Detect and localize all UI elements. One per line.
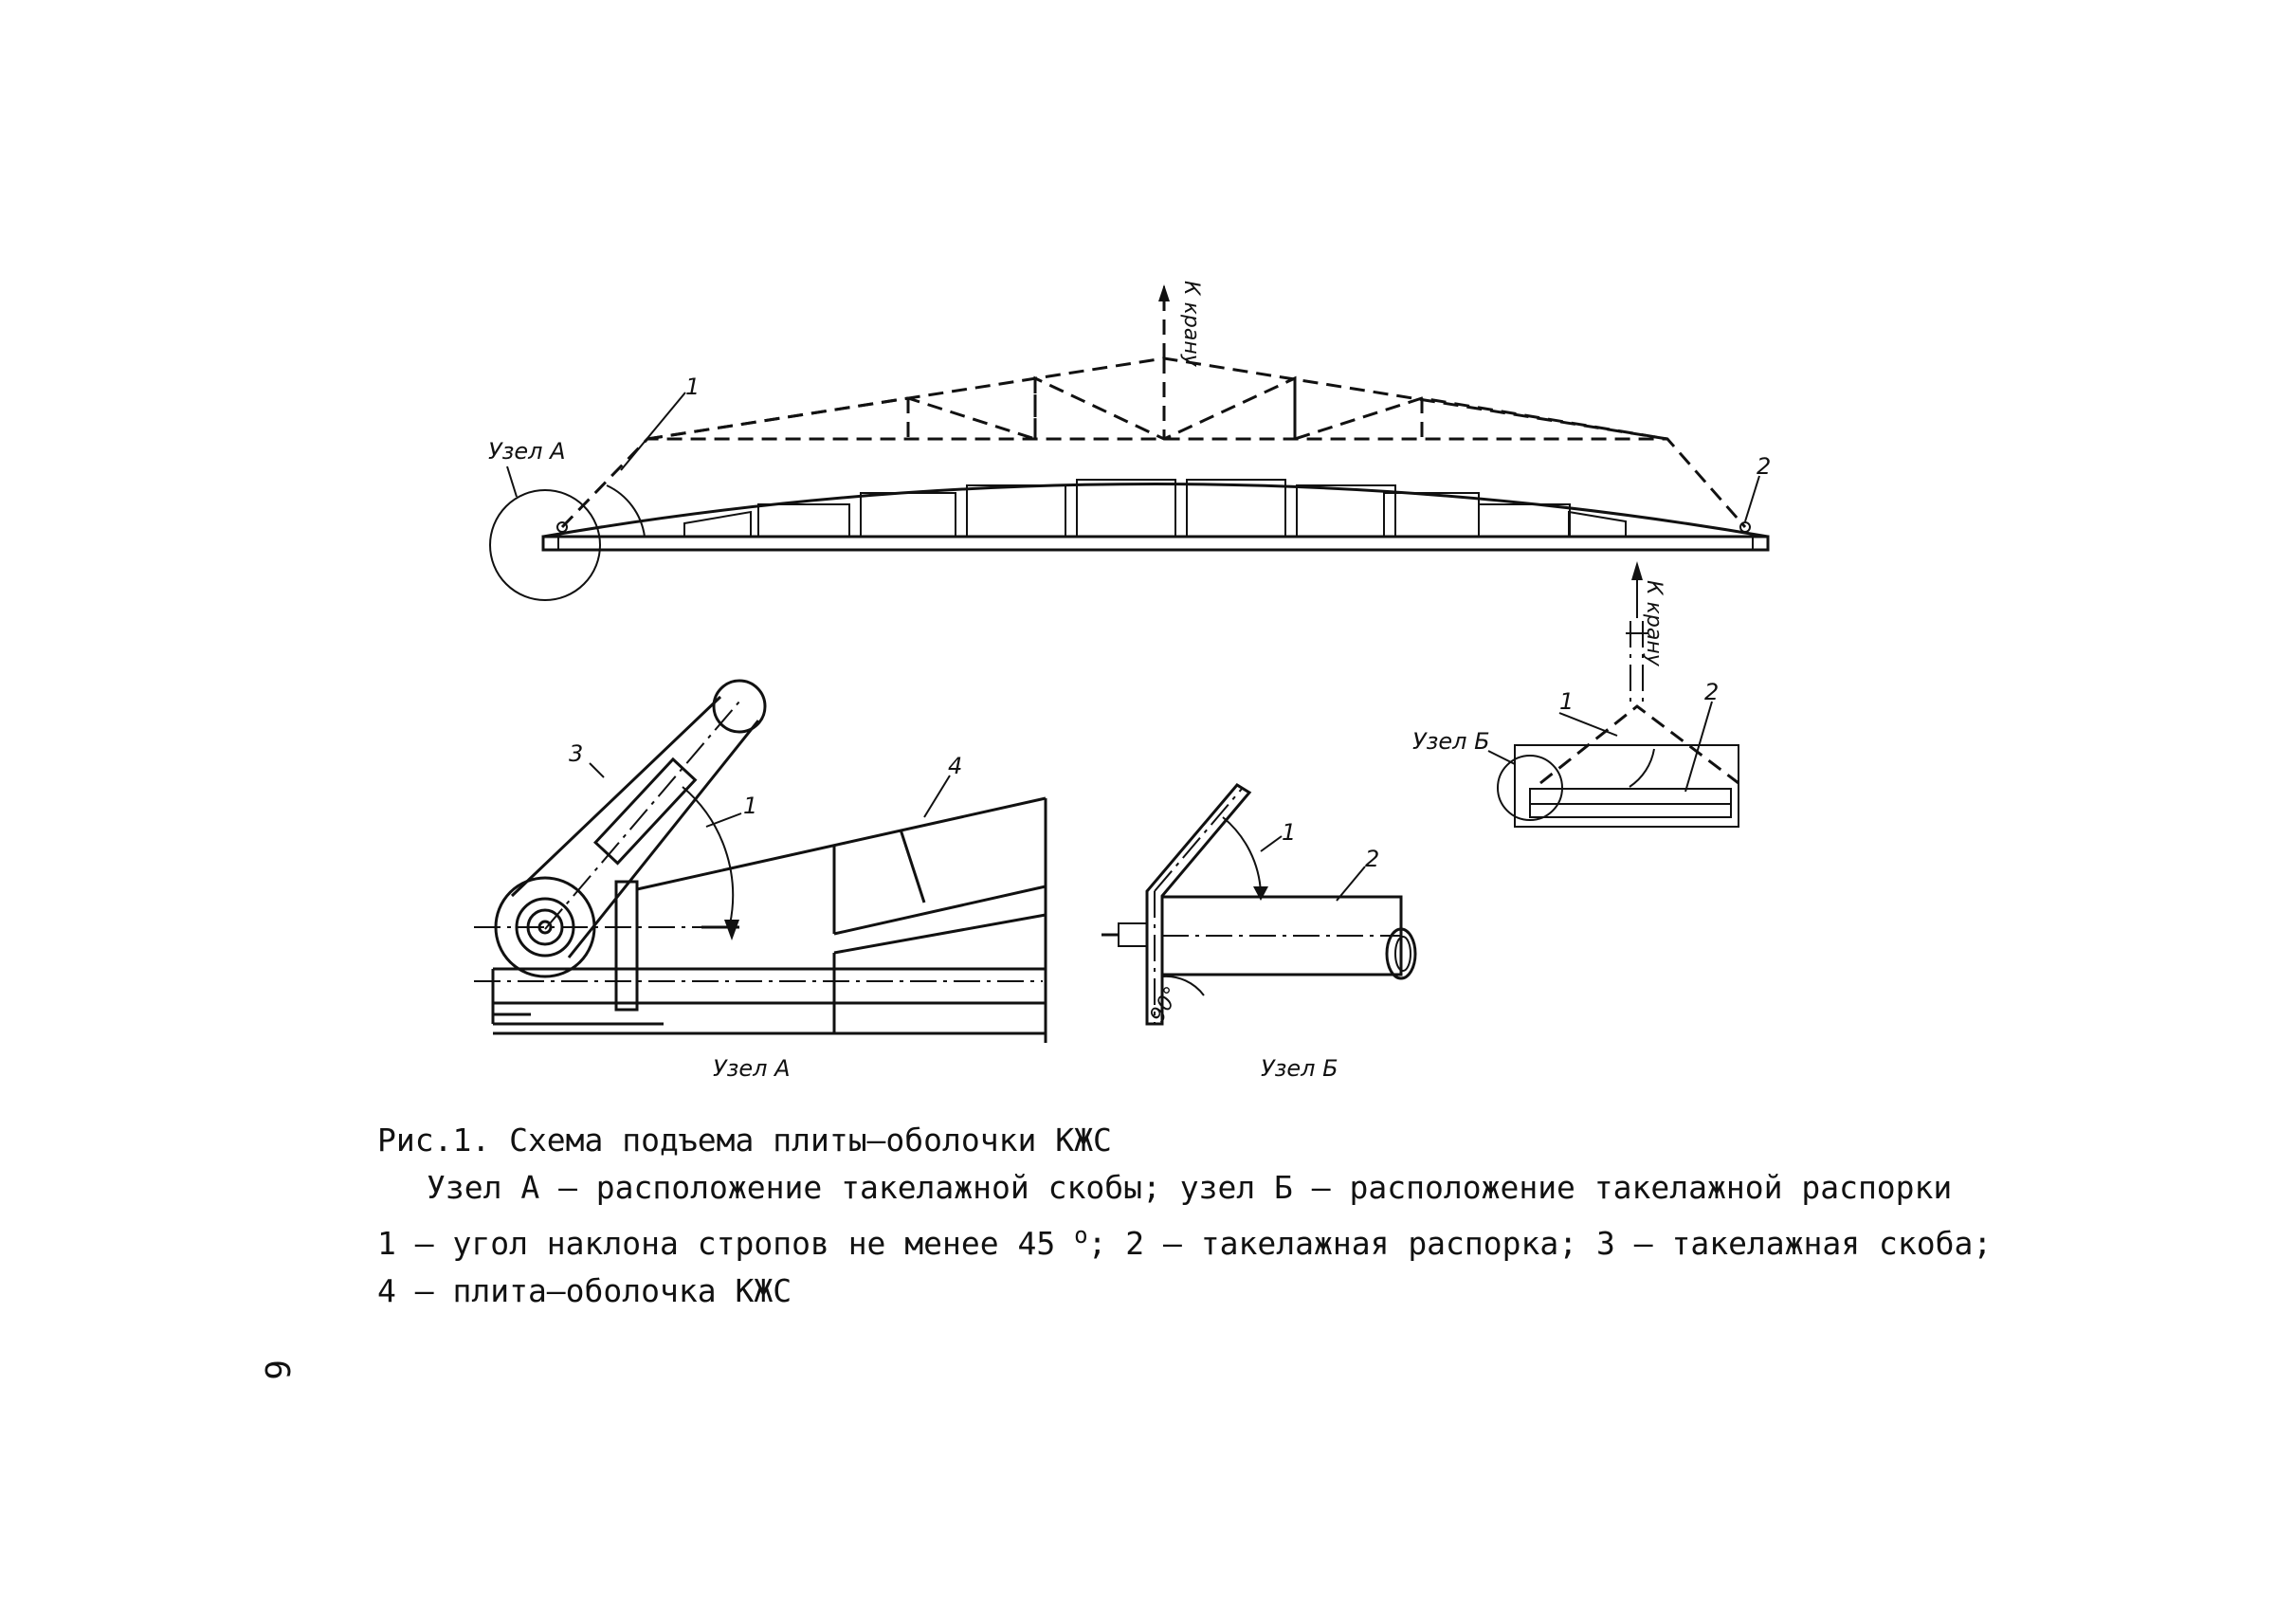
uzel-b-detail-label: Узел Б [1261,1055,1338,1082]
uzel-a-marker [489,489,601,601]
uzel-a-top-label: Узел А [488,438,566,465]
page-number: 6 [257,1359,296,1380]
figure-caption: Рис.1. Схема подъема плиты–оболочки КЖС … [377,1117,2178,1315]
num-1-detail-a: 1 [743,793,757,819]
uzel-b-side-label: Узел Б [1412,728,1490,755]
k-kranu-top-label: К крану [1179,281,1203,368]
uzel-a-detail-label: Узел А [713,1055,791,1082]
side-view: К крану 1 2 Узел Б [1412,561,1739,828]
slab-openings [683,479,1627,538]
num-3-detail-a: 3 [569,740,583,767]
num-2-top: 2 [1757,453,1771,480]
angle-90-label: 90° [1146,983,1185,1027]
slab-end-right [1752,536,1769,551]
caption-line-1: Рис.1. Схема подъема плиты–оболочки КЖС [377,1122,1112,1159]
detail-uzel-a: 1 3 4 Узел А [474,679,1047,1082]
num-1-detail-b: 1 [1282,819,1296,846]
caption-line-2: Узел А – расположение такелажной скобы; … [427,1169,1953,1206]
caption-line-4: 4 – плита–оболочка КЖС [377,1272,792,1309]
main-elevation: К крану 1 2 Узел А [488,281,1771,601]
num-2-side: 2 [1704,679,1719,705]
num-2-detail-b: 2 [1365,846,1379,872]
slab-end-left [542,536,559,551]
caption-line-3b: ; 2 – такелажная распорка; 3 – такелажна… [1087,1225,1993,1262]
uzel-b-marker [1497,755,1563,821]
k-kranu-side-label: К крану [1642,580,1666,667]
caption-line-3a: 1 – угол наклона стропов не менее 45 [377,1225,1075,1262]
caption-degree: о [1074,1222,1088,1249]
detail-uzel-b: 1 2 90° Узел Б [1101,783,1417,1082]
num-1-top: 1 [685,374,700,400]
caption-line-3: 1 – угол наклона стропов не менее 45 о; … [377,1212,2178,1268]
num-4-detail-a: 4 [948,753,962,779]
num-1-side: 1 [1559,688,1574,715]
lifting-traverse [560,296,1747,529]
